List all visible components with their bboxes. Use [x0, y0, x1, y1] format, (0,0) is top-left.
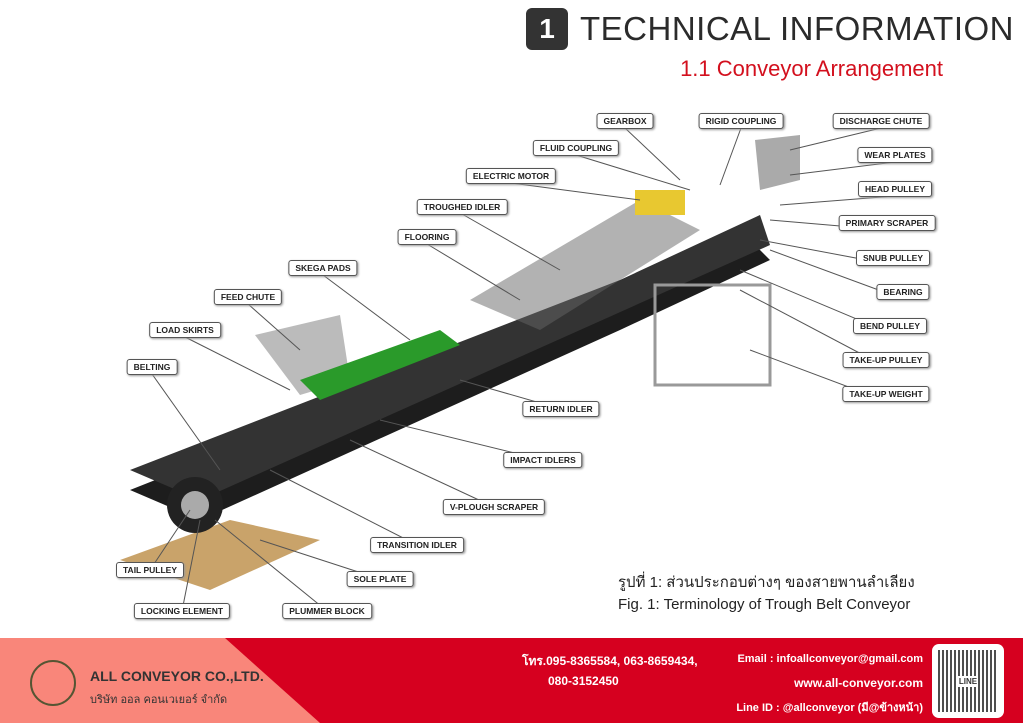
callout-belting: BELTING	[126, 359, 178, 375]
callout-impact-idlers: IMPACT IDLERS	[503, 452, 583, 468]
callout-tail-pulley: TAIL PULLEY	[116, 562, 184, 578]
caption-english: Fig. 1: Terminology of Trough Belt Conve…	[618, 596, 911, 613]
callout-load-skirts: LOAD SKIRTS	[149, 322, 221, 338]
callout-discharge-chute: DISCHARGE CHUTE	[832, 113, 930, 129]
callout-skega-pads: SKEGA PADS	[288, 260, 358, 276]
company-logo-icon	[30, 660, 76, 706]
company-name-thai: บริษัท ออล คอนเวเยอร์ จำกัด	[90, 694, 228, 706]
qr-label: LINE	[957, 675, 979, 687]
callout-troughed-idler: TROUGHED IDLER	[416, 199, 508, 215]
website-link[interactable]: www.all-conveyor.com	[794, 676, 923, 690]
flooring-shape	[470, 200, 700, 330]
callout-head-pulley: HEAD PULLEY	[858, 181, 932, 197]
callout-fluid-coupling: FLUID COUPLING	[532, 140, 620, 156]
take-up-frame	[653, 283, 772, 387]
callout-locking-element: LOCKING ELEMENT	[133, 603, 231, 619]
sole-plate-base	[120, 520, 320, 590]
email-link[interactable]: Email : infoallconveyor@gmail.com	[737, 653, 923, 665]
section-number: 1	[526, 8, 568, 50]
company-name: ALL CONVEYOR CO.,LTD.	[90, 668, 264, 684]
phone-numbers: โทร.095-8365584, 063-8659434,	[522, 654, 698, 668]
callout-bend-pulley: BEND PULLEY	[853, 318, 927, 334]
callout-bearing: BEARING	[876, 284, 930, 300]
line-qr-code[interactable]: LINE	[932, 644, 1004, 718]
callout-flooring: FLOORING	[397, 229, 457, 245]
callout-gearbox: GEARBOX	[596, 113, 654, 129]
callout-v-plough-scraper: V-PLOUGH SCRAPER	[442, 499, 546, 515]
phone-number-2: 080-3152450	[548, 674, 619, 688]
discharge-chute-shape	[755, 135, 800, 190]
line-id: Line ID : @allconveyor (มี@ข้างหน้า)	[736, 702, 923, 714]
footer: ALL CONVEYOR CO.,LTD. บริษัท ออล คอนเวเย…	[0, 638, 1023, 723]
callout-wear-plates: WEAR PLATES	[857, 147, 933, 163]
page-title: TECHNICAL INFORMATION	[580, 10, 1015, 47]
callout-take-up-pulley: TAKE-UP PULLEY	[842, 352, 930, 368]
callout-feed-chute: FEED CHUTE	[213, 289, 283, 305]
callout-take-up-weight: TAKE-UP WEIGHT	[842, 386, 930, 402]
callout-electric-motor: ELECTRIC MOTOR	[465, 168, 557, 184]
callout-plummer-block: PLUMMER BLOCK	[282, 603, 372, 619]
callout-return-idler: RETURN IDLER	[522, 401, 600, 417]
callout-primary-scraper: PRIMARY SCRAPER	[838, 215, 936, 231]
skirts-shape	[300, 330, 460, 400]
caption-thai: รูปที่ 1: ส่วนประกอบต่างๆ ของสายพานลำเลี…	[618, 574, 915, 591]
footer-brand-panel: ALL CONVEYOR CO.,LTD. บริษัท ออล คอนเวเย…	[0, 638, 320, 723]
callout-sole-plate: SOLE PLATE	[346, 571, 414, 587]
motor-shape	[635, 190, 685, 215]
callout-snub-pulley: SNUB PULLEY	[856, 250, 930, 266]
conveyor-diagram	[120, 127, 904, 612]
callout-rigid-coupling: RIGID COUPLING	[698, 113, 784, 129]
callout-transition-idler: TRANSITION IDLER	[370, 537, 464, 553]
page-subtitle: 1.1 Conveyor Arrangement	[680, 56, 943, 81]
